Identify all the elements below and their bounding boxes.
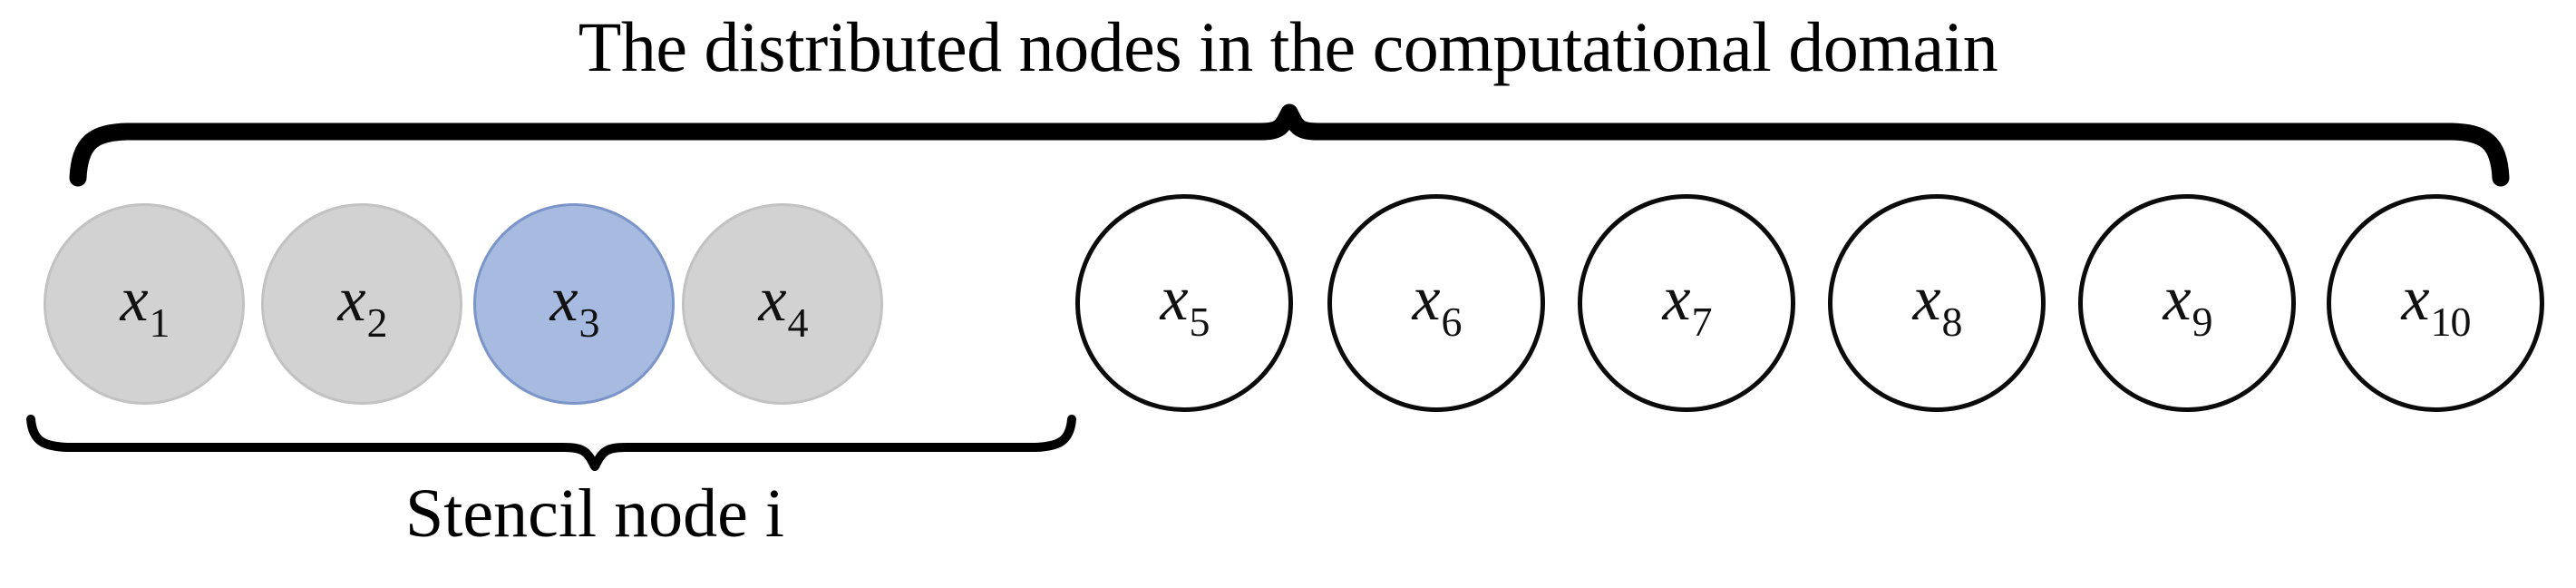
node-label-base: x [1662,264,1691,334]
node-x6[interactable]: x6 [1327,194,1545,412]
node-label-base: x [758,265,787,335]
node-x4[interactable]: x4 [682,203,883,405]
node-label: x1 [120,269,170,344]
node-x5[interactable]: x5 [1075,194,1293,412]
node-x1[interactable]: x1 [44,203,245,405]
node-label-base: x [1160,264,1189,334]
node-label-base: x [120,265,149,335]
page-title: The distributed nodes in the computation… [578,7,1998,86]
node-label-subscript: 4 [787,299,809,346]
node-label: x8 [1912,268,1962,343]
node-label-base: x [2163,264,2192,334]
node-label-subscript: 2 [366,299,388,346]
bottom-stencil-brace [26,415,1076,471]
node-label: x10 [2401,268,2471,343]
node-label-subscript: 7 [1691,299,1713,345]
node-label: x9 [2163,268,2212,343]
node-label-subscript: 8 [1941,299,1963,345]
node-x2[interactable]: x2 [261,203,462,405]
node-label-base: x [1912,264,1941,334]
node-label-base: x [2401,264,2430,334]
top-domain-brace [69,103,2510,187]
node-label-subscript: 9 [2192,299,2213,345]
node-x3[interactable]: x3 [473,203,675,405]
node-label: x4 [758,269,808,344]
node-label-subscript: 3 [578,299,600,346]
node-label-base: x [549,265,578,335]
node-label-subscript: 10 [2430,299,2472,345]
node-label: x6 [1412,268,1462,343]
node-label-subscript: 6 [1441,299,1463,345]
node-x10[interactable]: x10 [2327,194,2544,412]
node-label-subscript: 1 [149,299,170,346]
node-x7[interactable]: x7 [1578,194,1795,412]
node-label-base: x [337,265,366,335]
stencil-caption: Stencil node i [405,475,784,552]
node-label: x7 [1662,268,1712,343]
node-x8[interactable]: x8 [1828,194,2046,412]
node-label-subscript: 5 [1189,299,1210,345]
node-x9[interactable]: x9 [2078,194,2296,412]
node-label: x3 [549,269,599,344]
node-label: x2 [337,269,387,344]
node-label: x5 [1160,268,1210,343]
node-label-base: x [1412,264,1441,334]
